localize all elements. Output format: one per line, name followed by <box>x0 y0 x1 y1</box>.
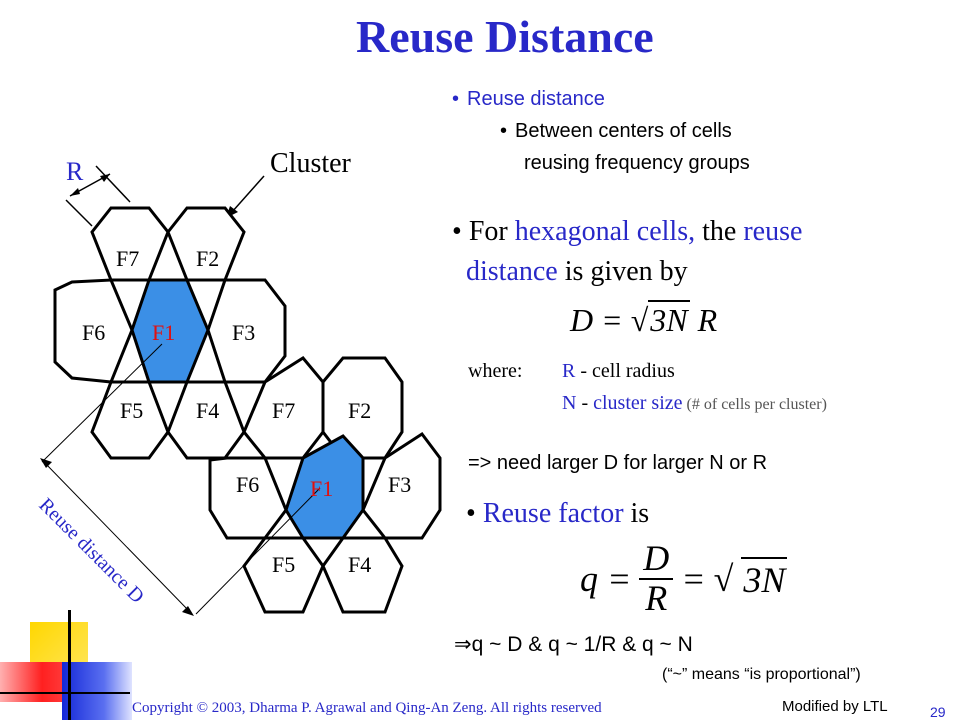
bullet-reuse-distance: Reuse distance <box>452 88 605 111</box>
need-larger-line: => need larger D for larger N or R <box>468 452 768 474</box>
sub-bullet-line-2: reusing frequency groups <box>524 152 750 174</box>
where-n-text: cluster size <box>593 392 683 414</box>
cluster2-cell-label-f5: F5 <box>272 552 295 577</box>
cluster2-cell-label-f6: F6 <box>236 472 259 497</box>
text-hexagonal-cells: hexagonal cells, <box>514 216 696 247</box>
cluster1-cell-label-f3: F3 <box>232 320 255 345</box>
slide-title: Reuse Distance <box>356 11 654 62</box>
sub-bullet-between-centers: Between centers of cells <box>500 120 732 143</box>
text-reuse-factor: Reuse factor <box>482 498 624 529</box>
bullet-marker-2: • <box>466 498 476 529</box>
implies-icon: ⇒ <box>454 632 472 656</box>
cluster1-cell-label-f5: F5 <box>120 398 143 423</box>
reuse-distance-dimension <box>43 461 191 613</box>
formula-reuse-distance: D = √3N R <box>570 300 718 338</box>
bullet-hexagonal-line-2: distance is given by <box>466 256 688 288</box>
cluster1-cell-label-f4: F4 <box>196 398 219 423</box>
cluster-1 <box>53 206 287 460</box>
formula-reuse-factor: q = D R = √3N <box>580 538 788 618</box>
deco-vertical-line <box>68 610 71 720</box>
r-extension-right <box>95 165 131 203</box>
proportional-line: ⇒q ~ D & q ~ 1/R & q ~ N <box>454 632 693 657</box>
cluster1-cell-label-f7: F7 <box>116 246 139 271</box>
cluster1-cell-label-f6: F6 <box>82 320 105 345</box>
cluster-2 <box>208 356 442 614</box>
where-n-note: (# of cells per cluster) <box>682 396 827 413</box>
reuse-distance-arrowhead-top <box>40 458 52 468</box>
cluster-pointer-line <box>231 175 265 213</box>
page-number: 29 <box>930 704 946 720</box>
deco-horizontal-line <box>0 692 130 694</box>
bullet-reuse-factor: • Reuse factor is <box>466 498 649 530</box>
hex-c1-f3 <box>206 278 287 384</box>
proportional-note: (“~” means “is proportional”) <box>662 666 861 683</box>
corner-decoration <box>0 600 132 720</box>
cluster2-cell-label-f2: F2 <box>348 398 371 423</box>
hex-c2-f2 <box>321 356 404 460</box>
deco-blue-block <box>62 662 132 720</box>
where-r-symbol: R <box>562 360 576 382</box>
cluster2-cell-label-f3: F3 <box>388 472 411 497</box>
bullet-hexagonal: • For hexagonal cells, the reuse <box>452 216 802 248</box>
hex-c2-f1 <box>284 434 365 540</box>
cluster2-cell-label-f4: F4 <box>348 552 371 577</box>
hex-c1-f6 <box>53 278 134 384</box>
center-line-2 <box>195 487 321 615</box>
bullet-marker: • <box>452 216 462 247</box>
r-label: R <box>66 157 84 186</box>
r-extension-left <box>65 199 93 227</box>
modified-by: Modified by LTL <box>782 698 888 715</box>
cluster1-cell-label-f1: F1 <box>152 320 175 345</box>
where-label: where: <box>468 360 523 382</box>
where-r-text: - cell radius <box>575 360 675 382</box>
deco-red-block <box>0 662 70 702</box>
text-for: For <box>468 216 508 247</box>
center-line-1 <box>41 343 163 463</box>
proportional-text: q ~ D & q ~ 1/R & q ~ N <box>471 633 693 656</box>
where-n-dash: - <box>576 392 594 414</box>
reuse-distance-arrowhead-bottom <box>182 606 194 616</box>
text-distance: distance <box>466 256 558 287</box>
copyright: Copyright © 2003, Dharma P. Agrawal and … <box>132 700 602 716</box>
cluster2-cell-label-f7: F7 <box>272 398 295 423</box>
where-n-symbol: N <box>562 392 577 414</box>
text-reuse-factor-is: is <box>630 498 650 529</box>
text-reuse: reuse <box>743 216 803 247</box>
cluster-label: Cluster <box>270 148 352 179</box>
hex-c2-f4 <box>321 536 404 614</box>
hex-c2-f6 <box>208 456 288 540</box>
cluster1-cell-label-f2: F2 <box>196 246 219 271</box>
cluster2-cell-label-f1: F1 <box>310 476 333 501</box>
r-arrowhead-left <box>70 188 80 196</box>
text-the: the <box>702 216 737 247</box>
where-n-line: N - cluster size (# of cells per cluster… <box>562 392 827 415</box>
r-arrowhead-right <box>100 174 110 182</box>
text-is-given-by: is given by <box>564 256 688 287</box>
where-r-line: R - cell radius <box>562 360 675 383</box>
hex-c2-f3 <box>361 431 442 540</box>
